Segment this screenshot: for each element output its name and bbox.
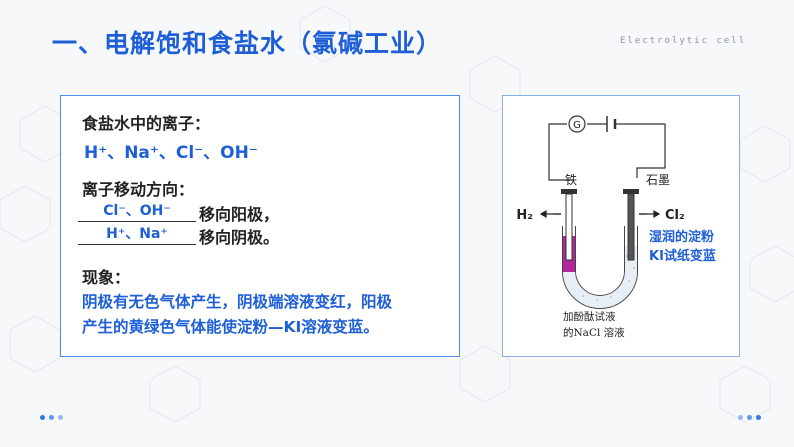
anions-blank: Cl⁻、OH⁻	[78, 201, 196, 222]
movement-heading: 离子移动方向：	[82, 180, 195, 199]
graphite-electrode	[627, 193, 635, 261]
anions-suffix: 移向阳极，	[199, 205, 280, 224]
phenomena-heading: 现象：	[82, 268, 131, 287]
iron-stopper	[561, 189, 577, 194]
ions-list: H⁺、Na⁺、Cl⁻、OH⁻	[84, 143, 258, 163]
ki-paper-label-line-2: KI试纸变蓝	[649, 248, 716, 264]
h2-label: H₂	[516, 208, 533, 223]
h2-arrow-head	[539, 209, 547, 219]
page-title: 一、电解饱和食盐水（氯碱工业）	[52, 29, 443, 58]
electrolysis-diagram-panel: G 铁 石墨 H₂ Cl₂	[502, 95, 740, 357]
solution-caption-line-1: 加酚酞试液	[563, 310, 616, 323]
nacl-solution	[563, 246, 637, 308]
graphite-stopper	[623, 189, 639, 194]
galvanometer-icon	[568, 115, 586, 133]
iron-electrode	[565, 193, 573, 261]
cl2-label: Cl₂	[665, 208, 685, 223]
graphite-electrode-label: 石墨	[646, 173, 670, 187]
ions-heading: 食盐水中的离子：	[82, 114, 211, 133]
solution-texture	[582, 255, 635, 301]
iron-electrode-label: 铁	[565, 173, 577, 187]
cl2-arrow-head	[653, 209, 661, 219]
watermark-text: Electrolytic cell	[620, 36, 747, 46]
content-panel: 食盐水中的离子： H⁺、Na⁺、Cl⁻、OH⁻ 离子移动方向： Cl⁻、OH⁻ …	[60, 95, 460, 357]
cations-blank: H⁺、Na⁺	[78, 224, 196, 245]
phenomena-line-2: 产生的黄绿色气体能使淀粉—KI溶液变蓝。	[82, 318, 379, 336]
cations-suffix: 移向阴极。	[199, 228, 280, 247]
circuit-wire	[548, 123, 666, 181]
ki-paper-label-line-1: 湿润的淀粉	[649, 229, 714, 245]
phenomena-line-1: 阴极有无色气体产生，阴极端溶液变红，阳极	[82, 293, 393, 311]
electrolysis-diagram: G 铁 石墨 H₂ Cl₂	[516, 115, 716, 339]
solution-caption-line-2: 的NaCl 溶液	[563, 326, 625, 339]
galvanometer-label: G	[573, 120, 581, 131]
